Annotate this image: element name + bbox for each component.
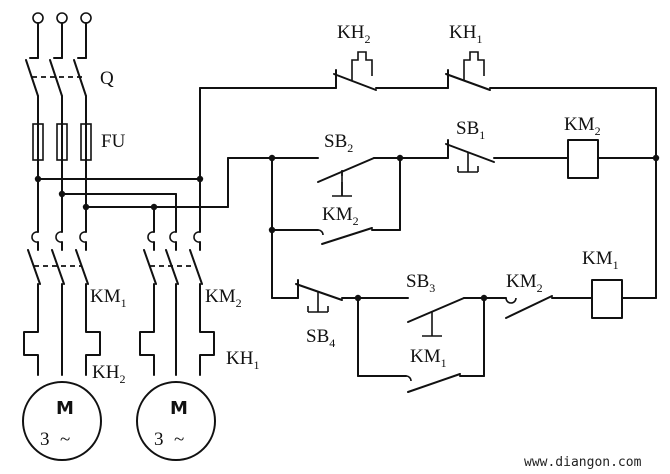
- label-fu: FU: [101, 131, 126, 152]
- control-top-rail: [199, 51, 657, 299]
- terminal-l1: [32, 12, 44, 24]
- label-sb3: SB3: [406, 271, 435, 295]
- svg-text:3: 3: [40, 429, 50, 450]
- contactor-km2-main: [143, 231, 203, 326]
- fuses-fu: [32, 119, 92, 166]
- label-km2-main: KM2: [205, 286, 242, 310]
- label-q: Q: [100, 68, 114, 89]
- svg-text:M: M: [170, 398, 188, 419]
- terminal-l2: [56, 12, 68, 24]
- label-kh2-main: KH2: [92, 362, 125, 386]
- rung-km1: [271, 279, 657, 393]
- label-km1-main: KM1: [90, 286, 127, 310]
- label-kh2-ctrl: KH2: [337, 22, 370, 46]
- thermal-relay-kh1: [139, 324, 215, 376]
- motor-1: M 3 ~: [22, 381, 102, 461]
- contactor-km1-main: [27, 231, 89, 326]
- svg-text:3: 3: [154, 429, 164, 450]
- label-km2-coil: KM2: [564, 114, 601, 138]
- label-kh1-main: KH1: [226, 348, 259, 372]
- terminal-l3: [80, 12, 92, 24]
- label-km1-coil: KM1: [582, 248, 619, 272]
- label-sb2: SB2: [324, 131, 353, 155]
- switch-q: [25, 57, 87, 125]
- control-feed: [227, 154, 319, 299]
- svg-text:~: ~: [60, 429, 70, 450]
- watermark: www.diangon.com: [524, 455, 642, 470]
- thermal-relay-kh2: [23, 324, 101, 376]
- label-sb1: SB1: [456, 118, 485, 142]
- label-sb4: SB4: [306, 326, 335, 350]
- label-km1-hold: KM1: [410, 346, 447, 370]
- label-km2-nc: KM2: [506, 271, 543, 295]
- main-bus: [34, 164, 229, 233]
- supply-terminals: [32, 12, 92, 59]
- svg-text:M: M: [56, 398, 74, 419]
- svg-text:~: ~: [174, 429, 184, 450]
- label-km2-hold: KM2: [322, 204, 359, 228]
- rung-km2: [271, 139, 660, 245]
- label-kh1-ctrl: KH1: [449, 22, 482, 46]
- motor-2: M 3 ~: [136, 381, 216, 461]
